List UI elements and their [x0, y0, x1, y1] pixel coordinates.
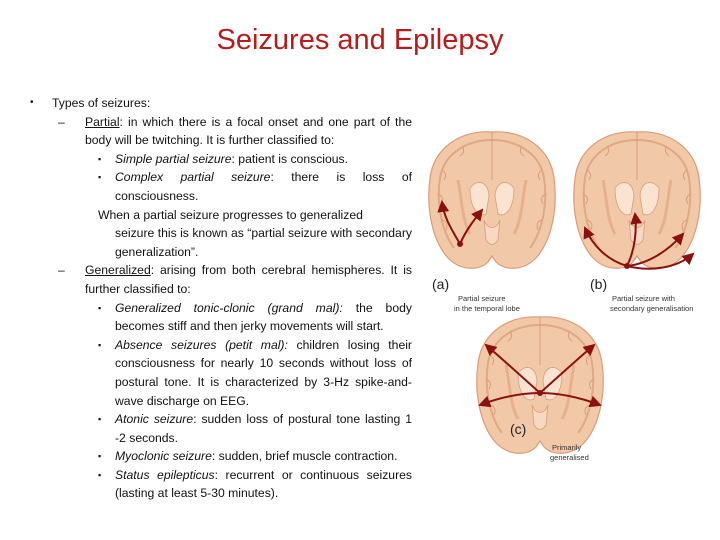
tonic-clonic-desc: the body becomes stiff and then jerky mo… — [115, 300, 412, 334]
absence-term: Absence seizures (petit mal): — [115, 337, 288, 352]
simple-partial-desc: : patient is conscious. — [231, 151, 349, 166]
seizure-arrow — [478, 392, 541, 408]
tonic-clonic-item: ▪ Generalized tonic-clonic (grand mal): … — [30, 299, 412, 336]
square-bullet: ▪ — [98, 414, 102, 425]
note-line-1: When a partial seizure progresses to gen… — [98, 207, 363, 222]
seizure-arrow — [626, 212, 643, 267]
note-rest: seizure this is known as “partial seizur… — [115, 226, 412, 259]
seizure-types-figure: (a) Partial seizure in the temporal lobe… — [427, 130, 702, 462]
seizure-focus-dot — [537, 390, 543, 396]
figure-caption-c-line1: Primarily — [552, 443, 581, 452]
seizure-focus-dot — [624, 263, 630, 269]
slide-title: Seizures and Epilepsy — [216, 24, 504, 56]
generalized-desc: : arising from both cerebral hemispheres… — [85, 263, 412, 296]
tonic-clonic-term: Generalized tonic-clonic (grand mal): — [115, 300, 343, 315]
seizure-arrow — [484, 343, 541, 394]
absence-desc: children losing their consciousness for … — [115, 337, 412, 408]
brain-a-diagram — [427, 130, 557, 270]
bullet-types: • Types of seizures: — [30, 94, 412, 113]
figure-caption-b-line1: Partial seizure with — [612, 294, 675, 303]
figure-label-b: (b) — [590, 276, 607, 292]
complex-partial-term: Complex partial seizure — [115, 170, 271, 185]
seizure-arrow — [626, 252, 695, 270]
square-bullet: ▪ — [98, 469, 102, 480]
generalized-term: Generalized — [85, 263, 151, 278]
complex-partial-item: ▪ Complex partial seizure: there is loss… — [30, 168, 412, 205]
square-bullet: ▪ — [98, 302, 102, 313]
bullet-dot: • — [30, 97, 34, 108]
secondary-generalization-note: When a partial seizure progresses to gen… — [30, 206, 412, 262]
partial-term: Partial — [85, 114, 120, 129]
types-heading: Types of seizures: — [52, 96, 151, 110]
status-epilepticus-term: Status epilepticus — [115, 467, 215, 482]
simple-partial-item: ▪ Simple partial seizure: patient is con… — [30, 150, 412, 169]
figure-caption-a-line1: Partial seizure — [458, 294, 506, 303]
figure-caption-b-line2: secondary generalisation — [610, 304, 693, 313]
partial-desc: : in which there is a focal onset and on… — [85, 114, 412, 148]
square-bullet: ▪ — [98, 339, 102, 350]
atonic-desc: : sudden loss of postural tone lasting 1… — [115, 412, 413, 445]
seizure-arrow — [437, 200, 461, 245]
dash-marker: – — [58, 263, 65, 278]
seizure-arrow — [626, 232, 685, 267]
simple-partial-term: Simple partial seizure — [115, 151, 232, 166]
seizure-arrow — [539, 343, 596, 394]
myoclonic-term: Myoclonic seizure — [115, 449, 212, 464]
brain-c-diagram — [475, 315, 605, 455]
atonic-term: Atonic seizure — [115, 412, 194, 427]
atonic-item: ▪ Atonic seizure: sudden loss of postura… — [30, 410, 412, 447]
myoclonic-item: ▪ Myoclonic seizure: sudden, brief muscl… — [30, 447, 412, 466]
seizure-focus-dot — [457, 241, 463, 247]
status-epilepticus-desc: : recurrent or continuous seizures (last… — [115, 467, 412, 501]
seizure-arrow — [539, 392, 602, 408]
square-bullet: ▪ — [98, 451, 102, 462]
seizure-arrow — [459, 208, 484, 245]
seizure-arrow — [583, 226, 628, 267]
figure-label-c: (c) — [510, 421, 526, 437]
status-epilepticus-item: ▪ Status epilepticus: recurrent or conti… — [30, 466, 412, 503]
dash-marker: – — [58, 114, 65, 129]
square-bullet: ▪ — [98, 172, 102, 183]
brain-b-diagram — [572, 130, 702, 270]
generalized-item: – Generalized: arising from both cerebra… — [30, 261, 412, 298]
figure-caption-a-line2: in the temporal lobe — [454, 304, 520, 313]
partial-item: – Partial: in which there is a focal ons… — [30, 113, 412, 150]
complex-partial-desc: : there is loss of consciousness. — [115, 170, 412, 203]
absence-item: ▪ Absence seizures (petit mal): children… — [30, 336, 412, 410]
slide-body: • Types of seizures: – Partial: in which… — [30, 94, 412, 503]
myoclonic-desc: : sudden, brief muscle contraction. — [211, 449, 398, 464]
figure-caption-c-line2: generalised — [550, 453, 589, 462]
square-bullet: ▪ — [98, 153, 102, 164]
figure-label-a: (a) — [432, 276, 449, 292]
